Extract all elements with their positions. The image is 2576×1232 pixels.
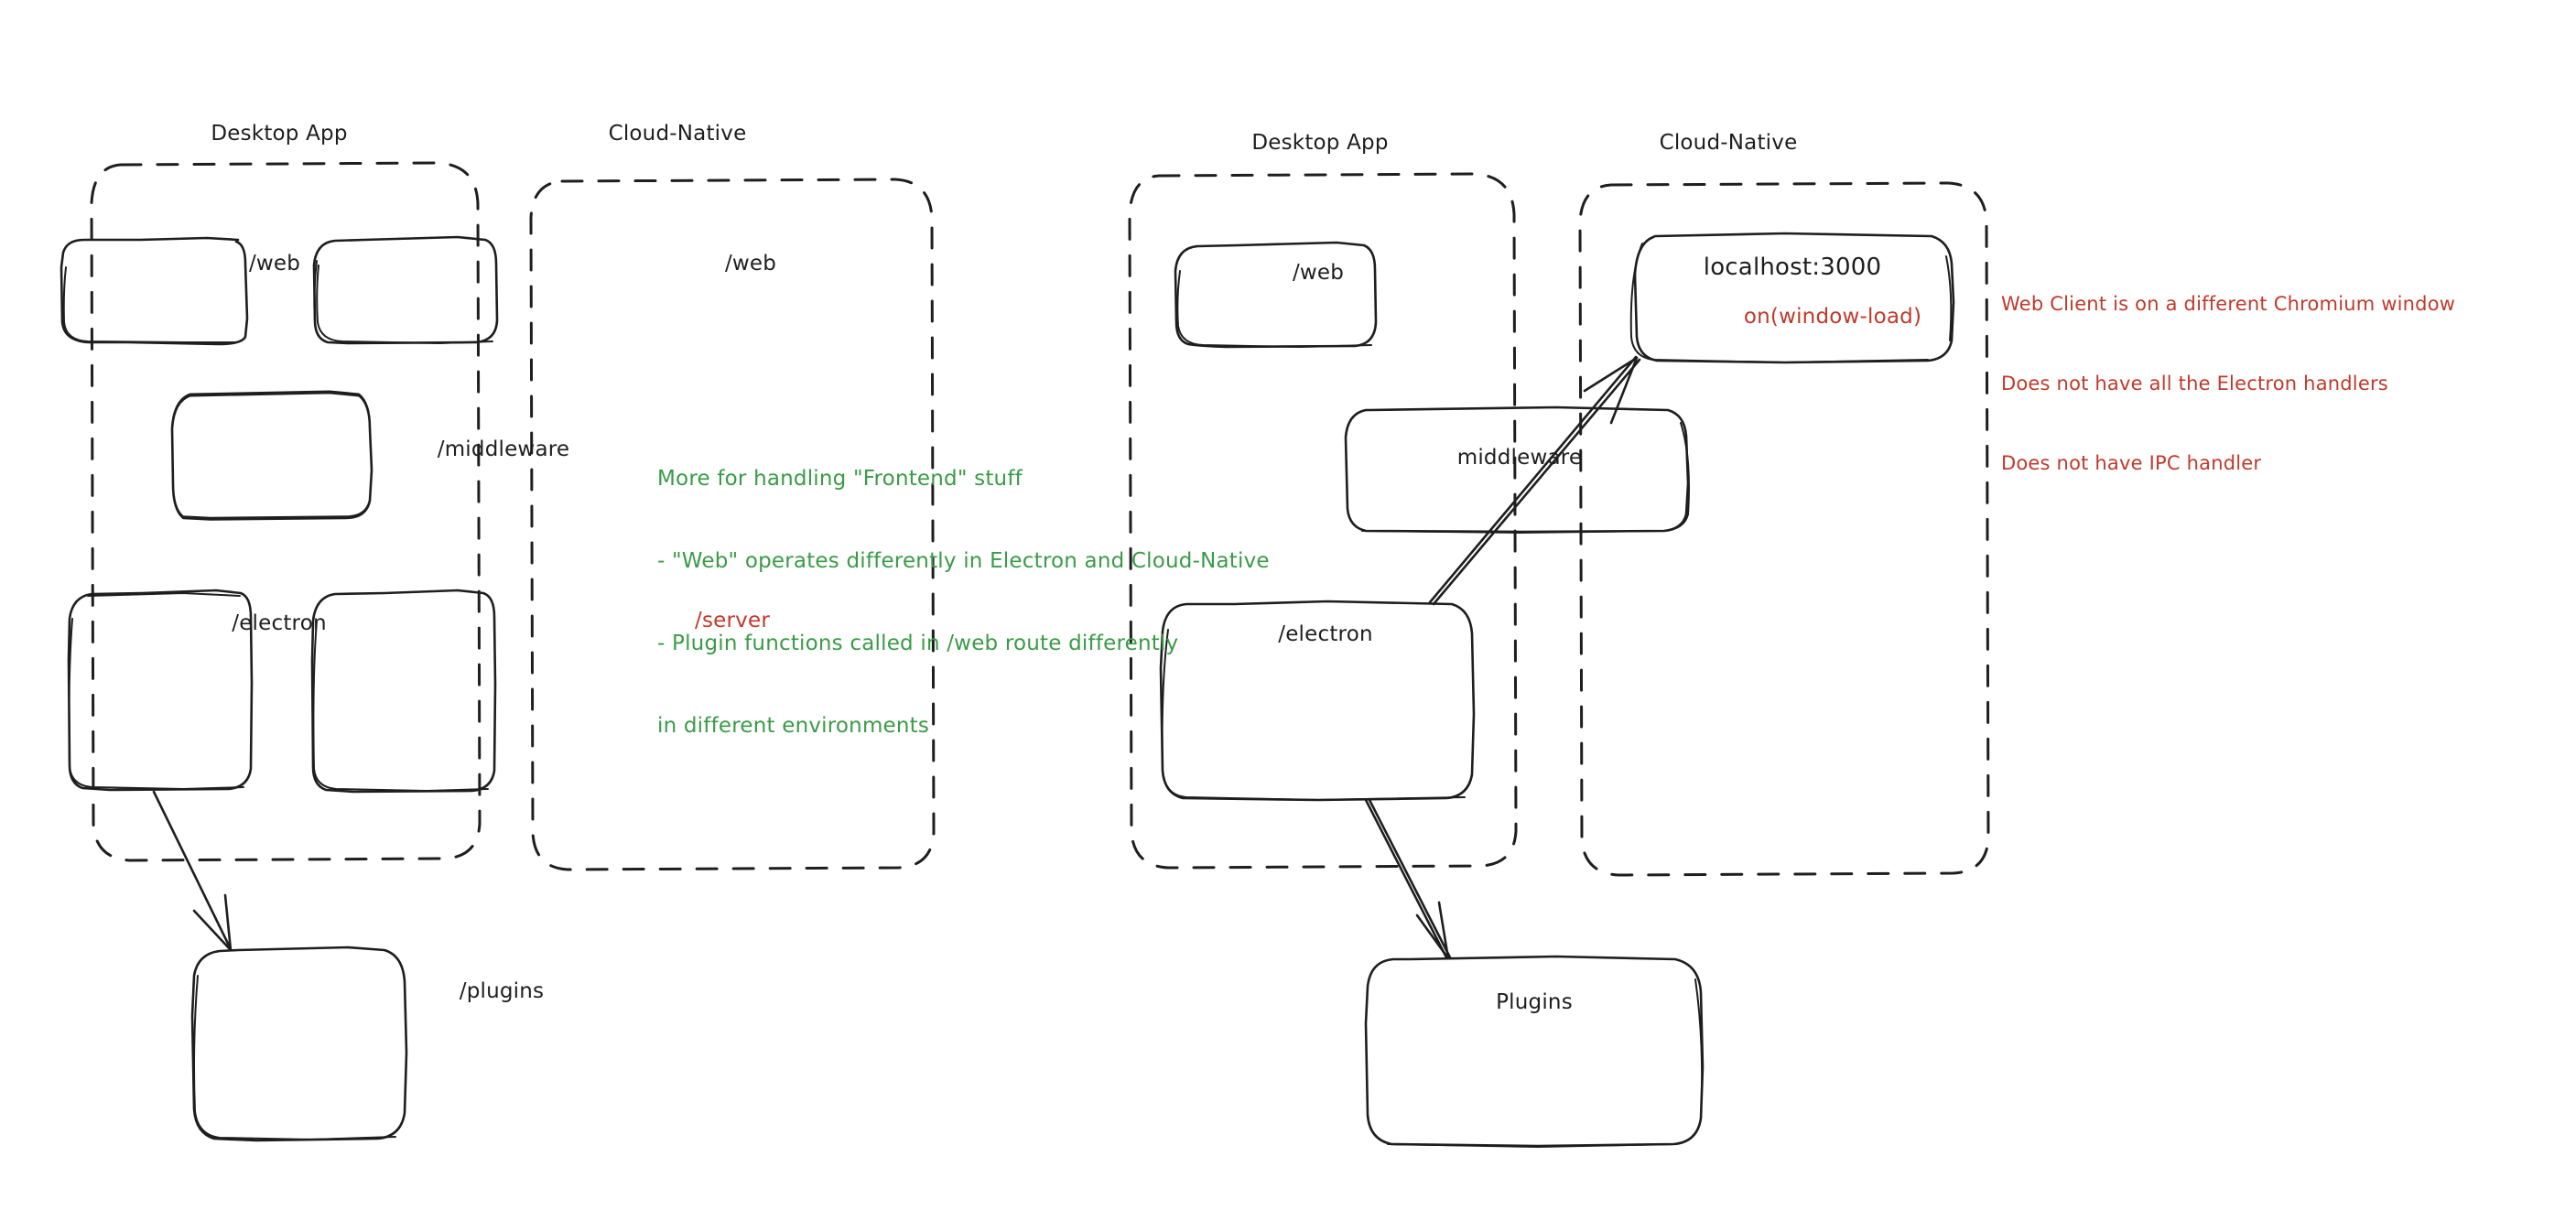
right-desktop-app-title: Desktop App bbox=[1251, 131, 1389, 155]
left-server-label: /server bbox=[695, 609, 770, 632]
left-desktop-web-box bbox=[60, 236, 249, 346]
right-middleware-label: middleware bbox=[1456, 446, 1583, 470]
web-client-note: Web Client is on a different Chromium wi… bbox=[2001, 238, 2455, 530]
right-electron-box bbox=[1159, 600, 1476, 802]
left-electron-box bbox=[67, 589, 254, 792]
frontend-note-line-3: - Plugin functions called in /web route … bbox=[657, 632, 1179, 655]
right-desktop-web-box bbox=[1174, 241, 1378, 349]
web-client-note-line-1: Web Client is on a different Chromium wi… bbox=[2001, 293, 2456, 315]
web-client-note-line-2: Does not have all the Electron handlers bbox=[2001, 373, 2388, 394]
right-desktop-web-label: /web bbox=[1292, 261, 1345, 285]
right-on-window-load-label: on(window-load) bbox=[1743, 305, 1922, 329]
frontend-note: More for handling "Frontend" stuff - "We… bbox=[657, 410, 1270, 794]
right-electron-to-plugins-arrow bbox=[1364, 798, 1452, 960]
left-middleware-label: /middleware bbox=[437, 438, 570, 461]
frontend-note-line-4: in different environments bbox=[657, 714, 930, 738]
frontend-note-line-1: More for handling "Frontend" stuff bbox=[657, 467, 1023, 491]
left-cloud-web-box bbox=[312, 235, 499, 345]
web-client-note-line-3: Does not have IPC handler bbox=[2001, 452, 2262, 474]
right-localhost-box bbox=[1629, 232, 1955, 364]
left-cloud-web-label: /web bbox=[724, 252, 777, 276]
left-server-box bbox=[310, 589, 497, 794]
left-plugins-box bbox=[190, 946, 408, 1142]
left-middleware-box bbox=[170, 390, 373, 521]
right-cloud-native-title: Cloud-Native bbox=[1659, 131, 1798, 155]
frontend-note-line-2: - "Web" operates differently in Electron… bbox=[657, 549, 1270, 573]
left-cloud-native-group-outline bbox=[529, 178, 936, 871]
right-localhost-label: localhost:3000 bbox=[1703, 254, 1882, 281]
right-desktop-app-group-outline bbox=[1128, 172, 1518, 870]
right-electron-label: /electron bbox=[1278, 622, 1373, 646]
left-desktop-app-title: Desktop App bbox=[211, 122, 348, 146]
left-desktop-web-label: /web bbox=[248, 252, 301, 276]
left-desktop-app-group-outline bbox=[90, 161, 482, 862]
right-cloud-native-group-outline bbox=[1578, 181, 1990, 877]
right-middleware-box bbox=[1344, 405, 1690, 534]
left-electron-label: /electron bbox=[232, 611, 327, 635]
left-plugins-label: /plugins bbox=[459, 979, 545, 1003]
right-plugins-box bbox=[1364, 955, 1705, 1148]
right-plugins-label: Plugins bbox=[1496, 990, 1573, 1014]
left-cloud-native-title: Cloud-Native bbox=[608, 122, 747, 146]
left-electron-to-plugins-arrow bbox=[152, 790, 233, 952]
right-electron-to-localhost-arrow bbox=[1428, 355, 1641, 606]
